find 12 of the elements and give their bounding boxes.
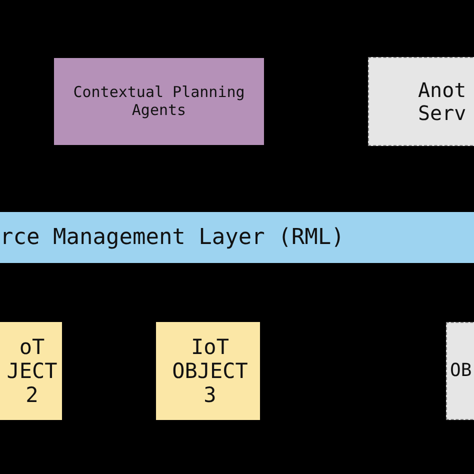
node-label: OB	[450, 360, 473, 382]
object-box	[156, 322, 260, 420]
node-label: Contextual Planning Agents	[72, 84, 246, 119]
node-label: Anot Serv	[418, 78, 468, 124]
node-label: rce Management Layer (RML)	[0, 224, 346, 250]
object-box	[0, 322, 62, 420]
node-label: IoT OBJECT 3	[171, 334, 249, 408]
agent-box	[54, 58, 264, 145]
layer-bar	[0, 212, 474, 263]
service-box	[368, 57, 474, 146]
service-box	[446, 322, 474, 420]
node-label: oT JECT 2	[6, 334, 58, 408]
